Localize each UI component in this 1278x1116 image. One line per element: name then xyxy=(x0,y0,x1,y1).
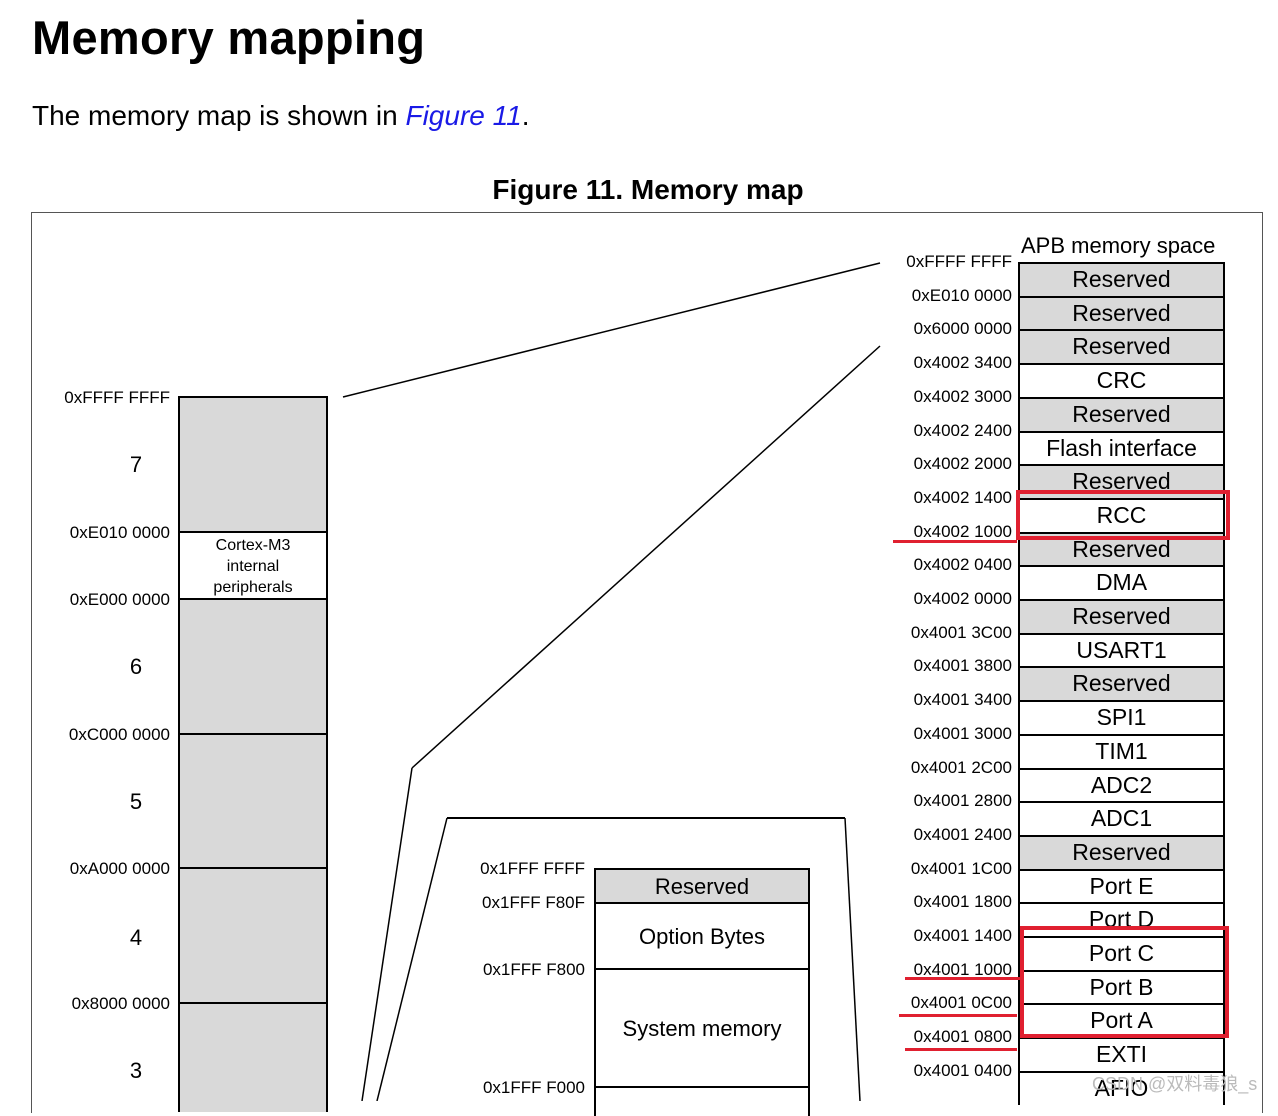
apb-address-19: 0x4001 1800 xyxy=(913,892,1012,912)
cortex-label-line3: peripherals xyxy=(213,579,293,596)
rcc-address-underline xyxy=(893,540,1017,543)
apb-address-6: 0x4002 2000 xyxy=(913,454,1012,474)
option-bytes-cell: Option Bytes xyxy=(594,902,810,970)
flash-addr-1fff-ffff: 0x1FFF FFFF xyxy=(480,859,585,878)
apb-address-24: 0x4001 0400 xyxy=(913,1060,1012,1080)
figure-link[interactable]: Figure 11 xyxy=(405,100,522,131)
apb-cell-afio: AFIO xyxy=(1018,1070,1225,1106)
figure-frame xyxy=(31,212,1263,1113)
flash-lower-cell xyxy=(594,1086,810,1116)
region-6-block xyxy=(178,598,328,735)
intro-period: . xyxy=(521,100,530,131)
apb-cell-tim1: TIM1 xyxy=(1018,733,1225,769)
apb-cell-reserved: Reserved xyxy=(1018,295,1225,331)
intro-text: The memory map is shown in xyxy=(32,100,406,131)
region-7-block xyxy=(178,396,328,533)
apb-address-21: 0x4001 1000 xyxy=(913,959,1012,979)
apb-address-14: 0x4001 3000 xyxy=(913,723,1012,743)
region-3-label: 3 xyxy=(129,1058,143,1083)
apb-address-3: 0x4002 3400 xyxy=(913,353,1012,373)
portb-address-underline xyxy=(899,1014,1017,1017)
apb-cell-reserved: Reserved xyxy=(1018,599,1225,634)
page-title: Memory mapping xyxy=(32,11,426,64)
apb-cell-adc1: ADC1 xyxy=(1018,801,1225,836)
apb-cell-port-a: Port A xyxy=(1018,1003,1225,1039)
region-6-label: 6 xyxy=(129,654,143,679)
addr-a000: 0xA000 0000 xyxy=(69,859,170,878)
cortex-label-line1: Cortex-M3 xyxy=(215,537,291,554)
apb-cell-rcc: RCC xyxy=(1018,497,1225,533)
apb-address-18: 0x4001 1C00 xyxy=(910,858,1012,878)
apb-address-22: 0x4001 0C00 xyxy=(910,993,1012,1013)
region-4-label: 4 xyxy=(129,925,143,950)
flash-reserved-cell: Reserved xyxy=(594,868,810,904)
apb-address-5: 0x4002 2400 xyxy=(913,420,1012,440)
porta-address-underline xyxy=(905,1048,1017,1051)
apb-cell-reserved: Reserved xyxy=(1018,329,1225,365)
apb-title: APB memory space xyxy=(1021,233,1216,258)
apb-cell-reserved: Reserved xyxy=(1018,666,1225,702)
apb-address-17: 0x4001 2400 xyxy=(913,824,1012,844)
apb-address-20: 0x4001 1400 xyxy=(913,926,1012,945)
apb-address-1: 0xE010 0000 xyxy=(911,285,1012,305)
region-5-block xyxy=(178,733,328,869)
figure-title: Figure 11. Memory map xyxy=(492,174,804,205)
apb-address-11: 0x4001 3C00 xyxy=(910,622,1012,642)
addr-e000: 0xE000 0000 xyxy=(69,590,170,609)
apb-cell-spi1: SPI1 xyxy=(1018,700,1225,735)
apb-address-23: 0x4001 0800 xyxy=(913,1027,1012,1047)
apb-cell-port-c: Port C xyxy=(1018,936,1225,971)
region-7-label: 7 xyxy=(129,452,143,477)
addr-e010: 0xE010 0000 xyxy=(69,523,170,542)
region-4-block xyxy=(178,867,328,1004)
apb-cell-flash-interface: Flash interface xyxy=(1018,430,1225,466)
apb-cell-port-e: Port E xyxy=(1018,868,1225,904)
addr-8000: 0x8000 0000 xyxy=(71,994,170,1013)
intro-paragraph: The memory map is shown in Figure 11. xyxy=(32,100,529,132)
apb-address-16: 0x4001 2800 xyxy=(913,791,1012,811)
apb-cell-adc2: ADC2 xyxy=(1018,767,1225,803)
apb-address-4: 0x4002 3000 xyxy=(913,386,1012,406)
apb-cell-dma: DMA xyxy=(1018,565,1225,600)
apb-cell-crc: CRC xyxy=(1018,363,1225,398)
cortex-peripherals-block: Cortex-M3 internal peripherals xyxy=(178,531,328,600)
apb-address-13: 0x4001 3400 xyxy=(913,690,1012,710)
apb-address-12: 0x4001 3800 xyxy=(913,656,1012,676)
apb-cell-reserved: Reserved xyxy=(1018,834,1225,870)
apb-cell-reserved: Reserved xyxy=(1018,262,1225,297)
apb-address-10: 0x4002 0000 xyxy=(913,589,1012,608)
apb-address-0: 0xFFFF FFFF xyxy=(906,252,1012,271)
apb-cell-exti: EXTI xyxy=(1018,1037,1225,1072)
apb-address-9: 0x4002 0400 xyxy=(913,555,1012,575)
cortex-label-line2: internal xyxy=(226,558,280,575)
addr-c000: 0xC000 0000 xyxy=(68,725,170,744)
region-5-label: 5 xyxy=(129,789,143,814)
flash-addr-1fff-f80f: 0x1FFF F80F xyxy=(482,893,585,912)
apb-cell-reserved: Reserved xyxy=(1018,396,1225,432)
rcc-highlight-box xyxy=(1016,490,1230,540)
system-memory-cell: System memory xyxy=(594,968,810,1088)
region-3-block xyxy=(178,1002,328,1112)
apb-cell-usart1: USART1 xyxy=(1018,632,1225,668)
flash-addr-1fff-f000: 0x1FFF F000 xyxy=(482,1078,585,1097)
flash-addr-1fff-f800: 0x1FFF F800 xyxy=(482,960,585,979)
apb-address-15: 0x4001 2C00 xyxy=(910,757,1012,777)
ports-highlight-box xyxy=(1020,926,1229,1038)
watermark: CSDN @双料毒狼_s xyxy=(1092,1074,1258,1094)
apb-address-2: 0x6000 0000 xyxy=(913,319,1012,339)
apb-cell-port-b: Port B xyxy=(1018,969,1225,1005)
apb-address-7: 0x4002 1400 xyxy=(913,487,1012,507)
addr-ffff-ffff: 0xFFFF FFFF xyxy=(64,388,170,407)
apb-address-8: 0x4002 1000 xyxy=(913,521,1012,541)
portc-address-underline xyxy=(905,977,1020,980)
